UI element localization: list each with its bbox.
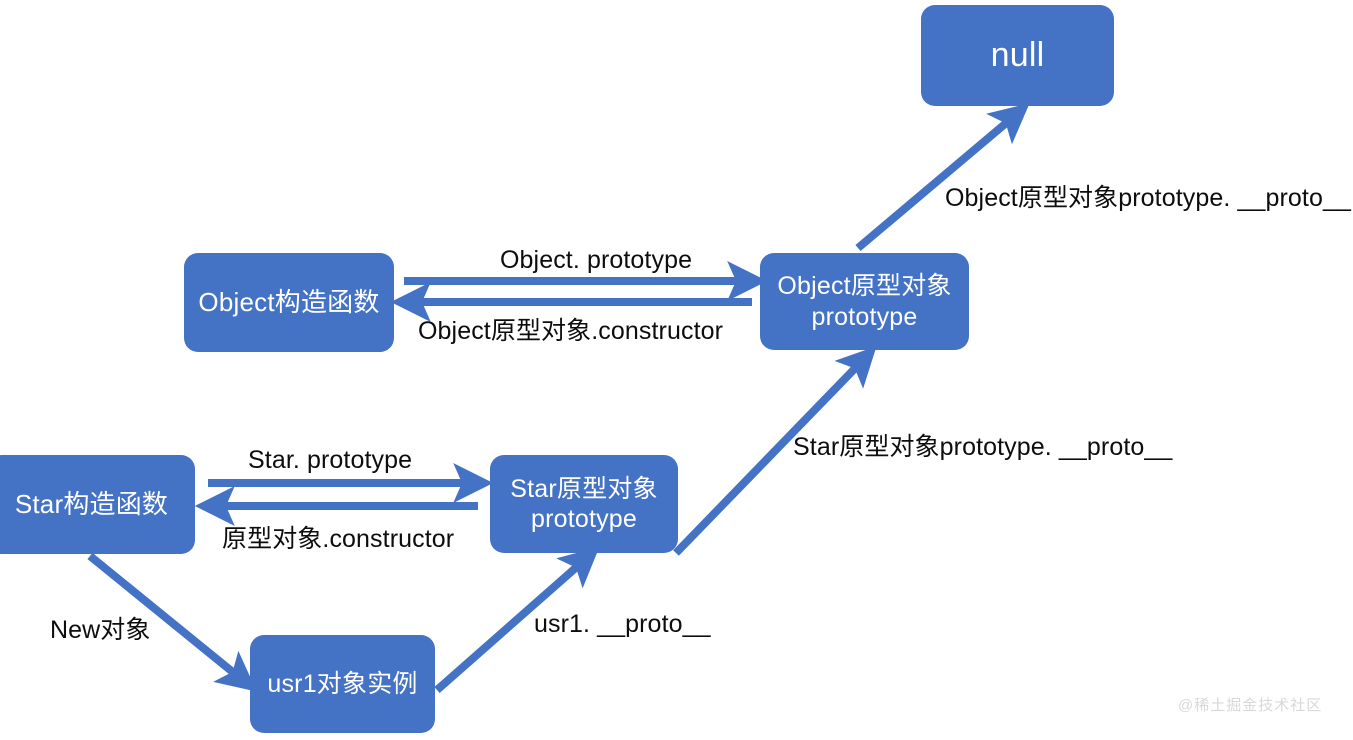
node-usr1-instance[interactable]: usr1对象实例 [250,635,435,733]
node-null[interactable]: null [921,5,1114,106]
node-star-prototype[interactable]: Star原型对象 prototype [490,455,678,553]
node-star-constructor[interactable]: Star构造函数 [0,455,195,554]
node-object-prototype-label: Object原型对象 prototype [777,272,952,331]
edge-label-star-ctor-to-usr1: New对象 [50,616,151,644]
node-star-constructor-label: Star构造函数 [14,488,169,519]
node-star-prototype-label: Star原型对象 prototype [510,474,658,534]
arrow-usr1-to-star-proto [434,546,600,694]
node-object-constructor-label: Object构造函数 [198,286,380,317]
arrow-star-proto-to-object-proto [673,346,877,556]
node-usr1-instance-label: usr1对象实例 [267,669,418,698]
node-object-constructor[interactable]: Object构造函数 [184,253,394,352]
watermark: @稀土掘金技术社区 [1178,697,1323,714]
edge-label-star-ctor-to-proto: Star. prototype [248,446,413,474]
edge-label-object-ctor-to-proto: Object. prototype [500,246,693,274]
edge-label-star-proto-to-ctor: 原型对象.constructor [222,525,455,553]
node-object-prototype[interactable]: Object原型对象 prototype [760,253,969,350]
arrow-star-ctor-to-usr1 [87,552,257,692]
edge-label-object-proto-to-null: Object原型对象prototype. __proto__ [945,184,1351,212]
node-null-label: null [990,35,1045,74]
arrow-object-proto-to-null [855,103,1030,252]
edge-label-star-proto-to-object-proto: Star原型对象prototype. __proto__ [793,433,1173,461]
edge-label-usr1-to-star-proto: usr1. __proto__ [534,610,711,638]
edge-label-object-proto-to-ctor: Object原型对象.constructor [418,317,724,345]
